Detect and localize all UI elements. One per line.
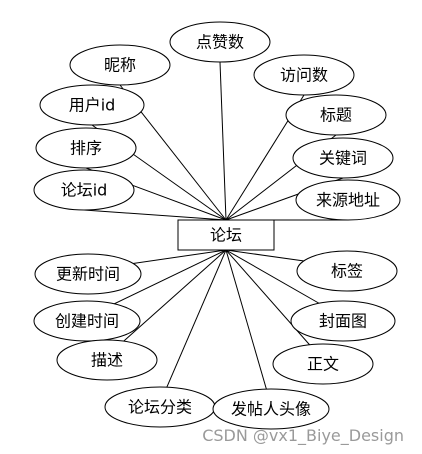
attribute-12: 创建时间 bbox=[33, 300, 141, 342]
attribute-1-ellipse bbox=[69, 44, 171, 86]
attribute-8-ellipse bbox=[33, 169, 135, 211]
attribute-10: 更新时间 bbox=[34, 253, 142, 295]
attribute-8-label: 论坛id bbox=[61, 181, 108, 200]
attribute-13-label: 封面图 bbox=[319, 312, 367, 331]
attribute-15: 正文 bbox=[272, 343, 374, 385]
attribute-2-label: 点赞数 bbox=[196, 33, 244, 52]
attribute-6: 排序 bbox=[35, 127, 137, 169]
attribute-13: 封面图 bbox=[290, 300, 396, 342]
attribute-8-connector bbox=[83, 209, 227, 221]
attribute-7-ellipse bbox=[292, 137, 394, 179]
attribute-8: 论坛id bbox=[33, 169, 135, 211]
attribute-13-ellipse bbox=[290, 300, 396, 342]
attribute-9-label: 来源地址 bbox=[316, 191, 380, 210]
attribute-15-connector bbox=[225, 249, 324, 361]
attribute-2: 点赞数 bbox=[169, 21, 271, 63]
attribute-17: 发帖人头像 bbox=[212, 388, 330, 430]
attribute-5: 标题 bbox=[285, 94, 387, 136]
attribute-2-connector bbox=[219, 61, 227, 221]
attribute-3: 访问数 bbox=[253, 54, 355, 96]
entity-label: 论坛 bbox=[210, 226, 242, 245]
attribute-16-label: 论坛分类 bbox=[128, 398, 192, 417]
attribute-6-ellipse bbox=[35, 127, 137, 169]
attribute-16: 论坛分类 bbox=[104, 386, 216, 428]
entity-forum: 论坛 bbox=[177, 219, 275, 251]
attribute-10-label: 更新时间 bbox=[56, 265, 120, 284]
attribute-5-label: 标题 bbox=[320, 106, 352, 125]
attribute-12-ellipse bbox=[33, 300, 141, 342]
attribute-7-label: 关键词 bbox=[319, 149, 367, 168]
attribute-11-label: 标签 bbox=[331, 262, 363, 281]
attribute-7: 关键词 bbox=[292, 137, 394, 179]
attribute-17-connector bbox=[225, 249, 272, 406]
attribute-3-label: 访问数 bbox=[280, 66, 328, 85]
attribute-14: 描述 bbox=[56, 339, 158, 381]
attribute-16-connector bbox=[159, 249, 227, 404]
attribute-14-label: 描述 bbox=[91, 351, 123, 370]
attribute-9-ellipse bbox=[295, 179, 401, 221]
attribute-17-ellipse bbox=[212, 388, 330, 430]
attribute-4-ellipse bbox=[39, 84, 145, 126]
attribute-15-ellipse bbox=[272, 343, 374, 385]
attribute-1: 昵称 bbox=[69, 44, 171, 86]
attribute-4-label: 用户id bbox=[69, 96, 116, 115]
attribute-9: 来源地址 bbox=[295, 179, 401, 221]
attribute-4: 用户id bbox=[39, 84, 145, 126]
attribute-3-ellipse bbox=[253, 54, 355, 96]
attribute-15-label: 正文 bbox=[307, 355, 339, 374]
attribute-5-ellipse bbox=[285, 94, 387, 136]
entity-box bbox=[177, 219, 275, 251]
attribute-12-label: 创建时间 bbox=[55, 312, 119, 331]
attribute-14-connector bbox=[106, 249, 227, 357]
watermark: CSDN @vx1_Biye_Design bbox=[202, 426, 404, 446]
attribute-11-ellipse bbox=[296, 250, 398, 292]
attribute-17-label: 发帖人头像 bbox=[231, 400, 311, 419]
attribute-10-ellipse bbox=[34, 253, 142, 295]
attribute-14-ellipse bbox=[56, 339, 158, 381]
attribute-2-ellipse bbox=[169, 21, 271, 63]
attribute-6-label: 排序 bbox=[70, 139, 102, 158]
attribute-1-label: 昵称 bbox=[104, 56, 136, 75]
attribute-11: 标签 bbox=[296, 250, 398, 292]
